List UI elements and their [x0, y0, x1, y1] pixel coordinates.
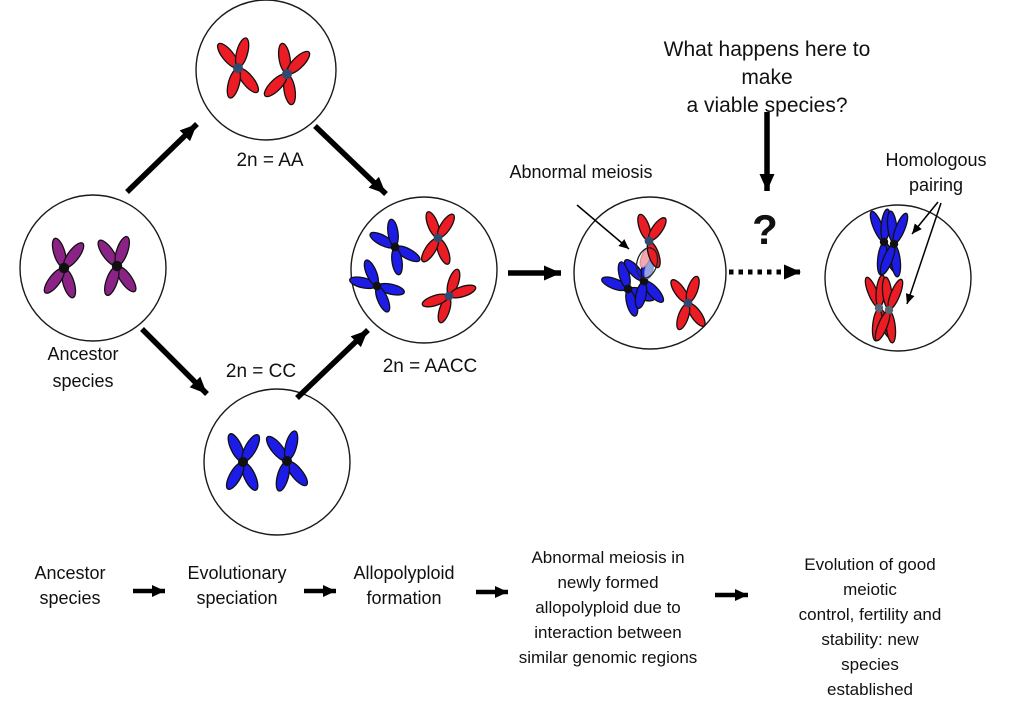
pointer-arrow: [911, 201, 939, 235]
flow-arrow: [125, 122, 199, 194]
centromere: [884, 305, 894, 315]
abnormal-meiosis-label: Abnormal meiosis: [509, 162, 653, 182]
chromosome: [420, 211, 456, 265]
bivalent-chromosome: [874, 276, 904, 344]
abnormal-interaction-highlight: [635, 247, 659, 279]
flow-arrow: [295, 328, 370, 400]
chromosome: [421, 268, 477, 324]
chromosome: [369, 218, 421, 276]
ancestor-species-label: Ancestor species: [47, 344, 119, 391]
chromosome: [265, 430, 309, 492]
chromosome: [670, 275, 706, 331]
centromere: [879, 237, 889, 247]
centromere: [58, 262, 70, 274]
centromere: [111, 260, 123, 272]
flow-arrow: [140, 327, 209, 396]
question-mark: ?: [752, 206, 778, 253]
chromosome: [43, 237, 85, 299]
flow-step-evolutionary: Evolutionary speciation: [187, 563, 287, 608]
flow-step-ancestor: Ancestor species: [34, 563, 106, 608]
genome-aa-label: 2n = AA: [236, 150, 304, 171]
genome-aa-circle: [195, 0, 337, 141]
chromosome: [225, 433, 261, 491]
genome-cc-label: 2n = CC: [225, 361, 297, 382]
centromere: [238, 457, 248, 467]
pointer-arrow: [576, 204, 630, 250]
genome-aacc-label: 2n = AACC: [382, 356, 478, 377]
homologous-pairing-circle: [824, 204, 972, 352]
genome-cc-circle: [203, 388, 351, 536]
ancestor-circle: [19, 194, 167, 342]
chromosome: [349, 259, 405, 313]
centromere: [683, 298, 693, 308]
centromere: [623, 284, 633, 294]
centromere: [644, 236, 654, 246]
centromere: [889, 239, 899, 249]
question-text: What happens here to make a viable speci…: [663, 38, 871, 117]
centromere: [282, 456, 292, 466]
homologous-pairing-label: Homologous pairing: [885, 150, 987, 195]
flow-step-abnormal: Abnormal meiosis in newly formed allopol…: [518, 548, 698, 667]
centromere: [372, 281, 382, 291]
chromosome: [263, 42, 311, 106]
centromere: [233, 63, 243, 73]
centromere: [874, 303, 884, 313]
centromere: [444, 291, 454, 301]
pointer-arrow: [905, 202, 942, 305]
centromere: [433, 233, 443, 243]
flow-step-allopolyploid: Allopolyploid formation: [353, 563, 455, 608]
centromere: [390, 242, 400, 252]
chromosome: [97, 235, 137, 297]
chromosome: [216, 37, 260, 99]
flow-step-evolution: Evolution of good meiotic control, ferti…: [798, 555, 942, 699]
centromere: [282, 69, 292, 79]
bivalent-chromosome: [879, 210, 909, 278]
flow-arrow: [313, 124, 388, 196]
